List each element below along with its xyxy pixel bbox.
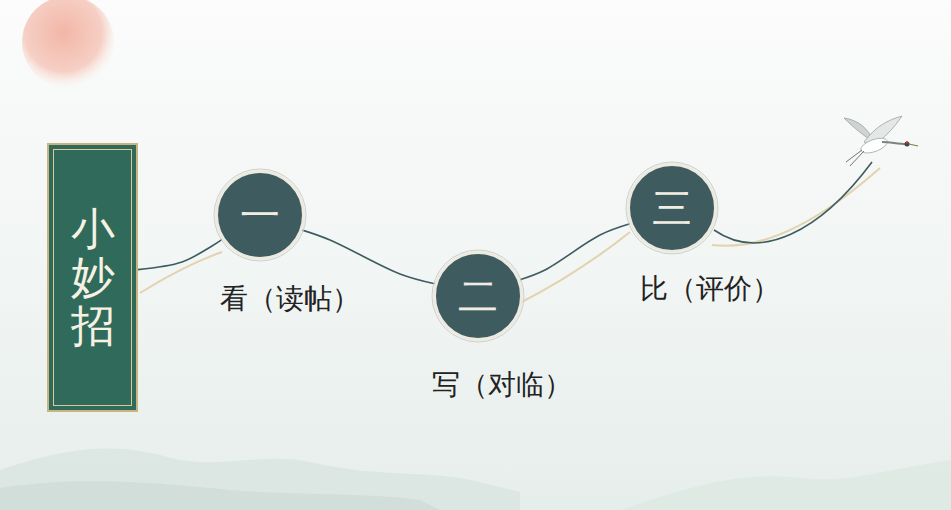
- wave-line: [520, 232, 630, 303]
- step-number: 二: [458, 269, 498, 324]
- wave-line: [714, 162, 872, 243]
- wave-connector: [520, 224, 630, 280]
- sun: [22, 0, 114, 88]
- step-number: 三: [652, 181, 692, 236]
- wave-line: [140, 252, 222, 293]
- step-label: 比（评价）: [640, 270, 780, 308]
- step-circle: 一看（读帖）: [215, 170, 305, 260]
- step-label: 看（读帖）: [220, 280, 360, 318]
- step-circle: 二写（对临）: [433, 251, 523, 341]
- banner-title: 小妙招: [71, 205, 115, 350]
- mountains: [620, 460, 951, 510]
- mountains: [0, 449, 520, 510]
- wave-connector: [138, 239, 222, 269]
- wave-line: [712, 168, 880, 246]
- step-label: 写（对临）: [432, 366, 572, 404]
- mountains: [0, 481, 440, 510]
- title-banner: 小妙招: [47, 143, 138, 412]
- wave-connector: [302, 230, 434, 284]
- crane: [844, 116, 918, 166]
- step-circle: 三比（评价）: [627, 163, 717, 253]
- step-number: 一: [240, 188, 280, 243]
